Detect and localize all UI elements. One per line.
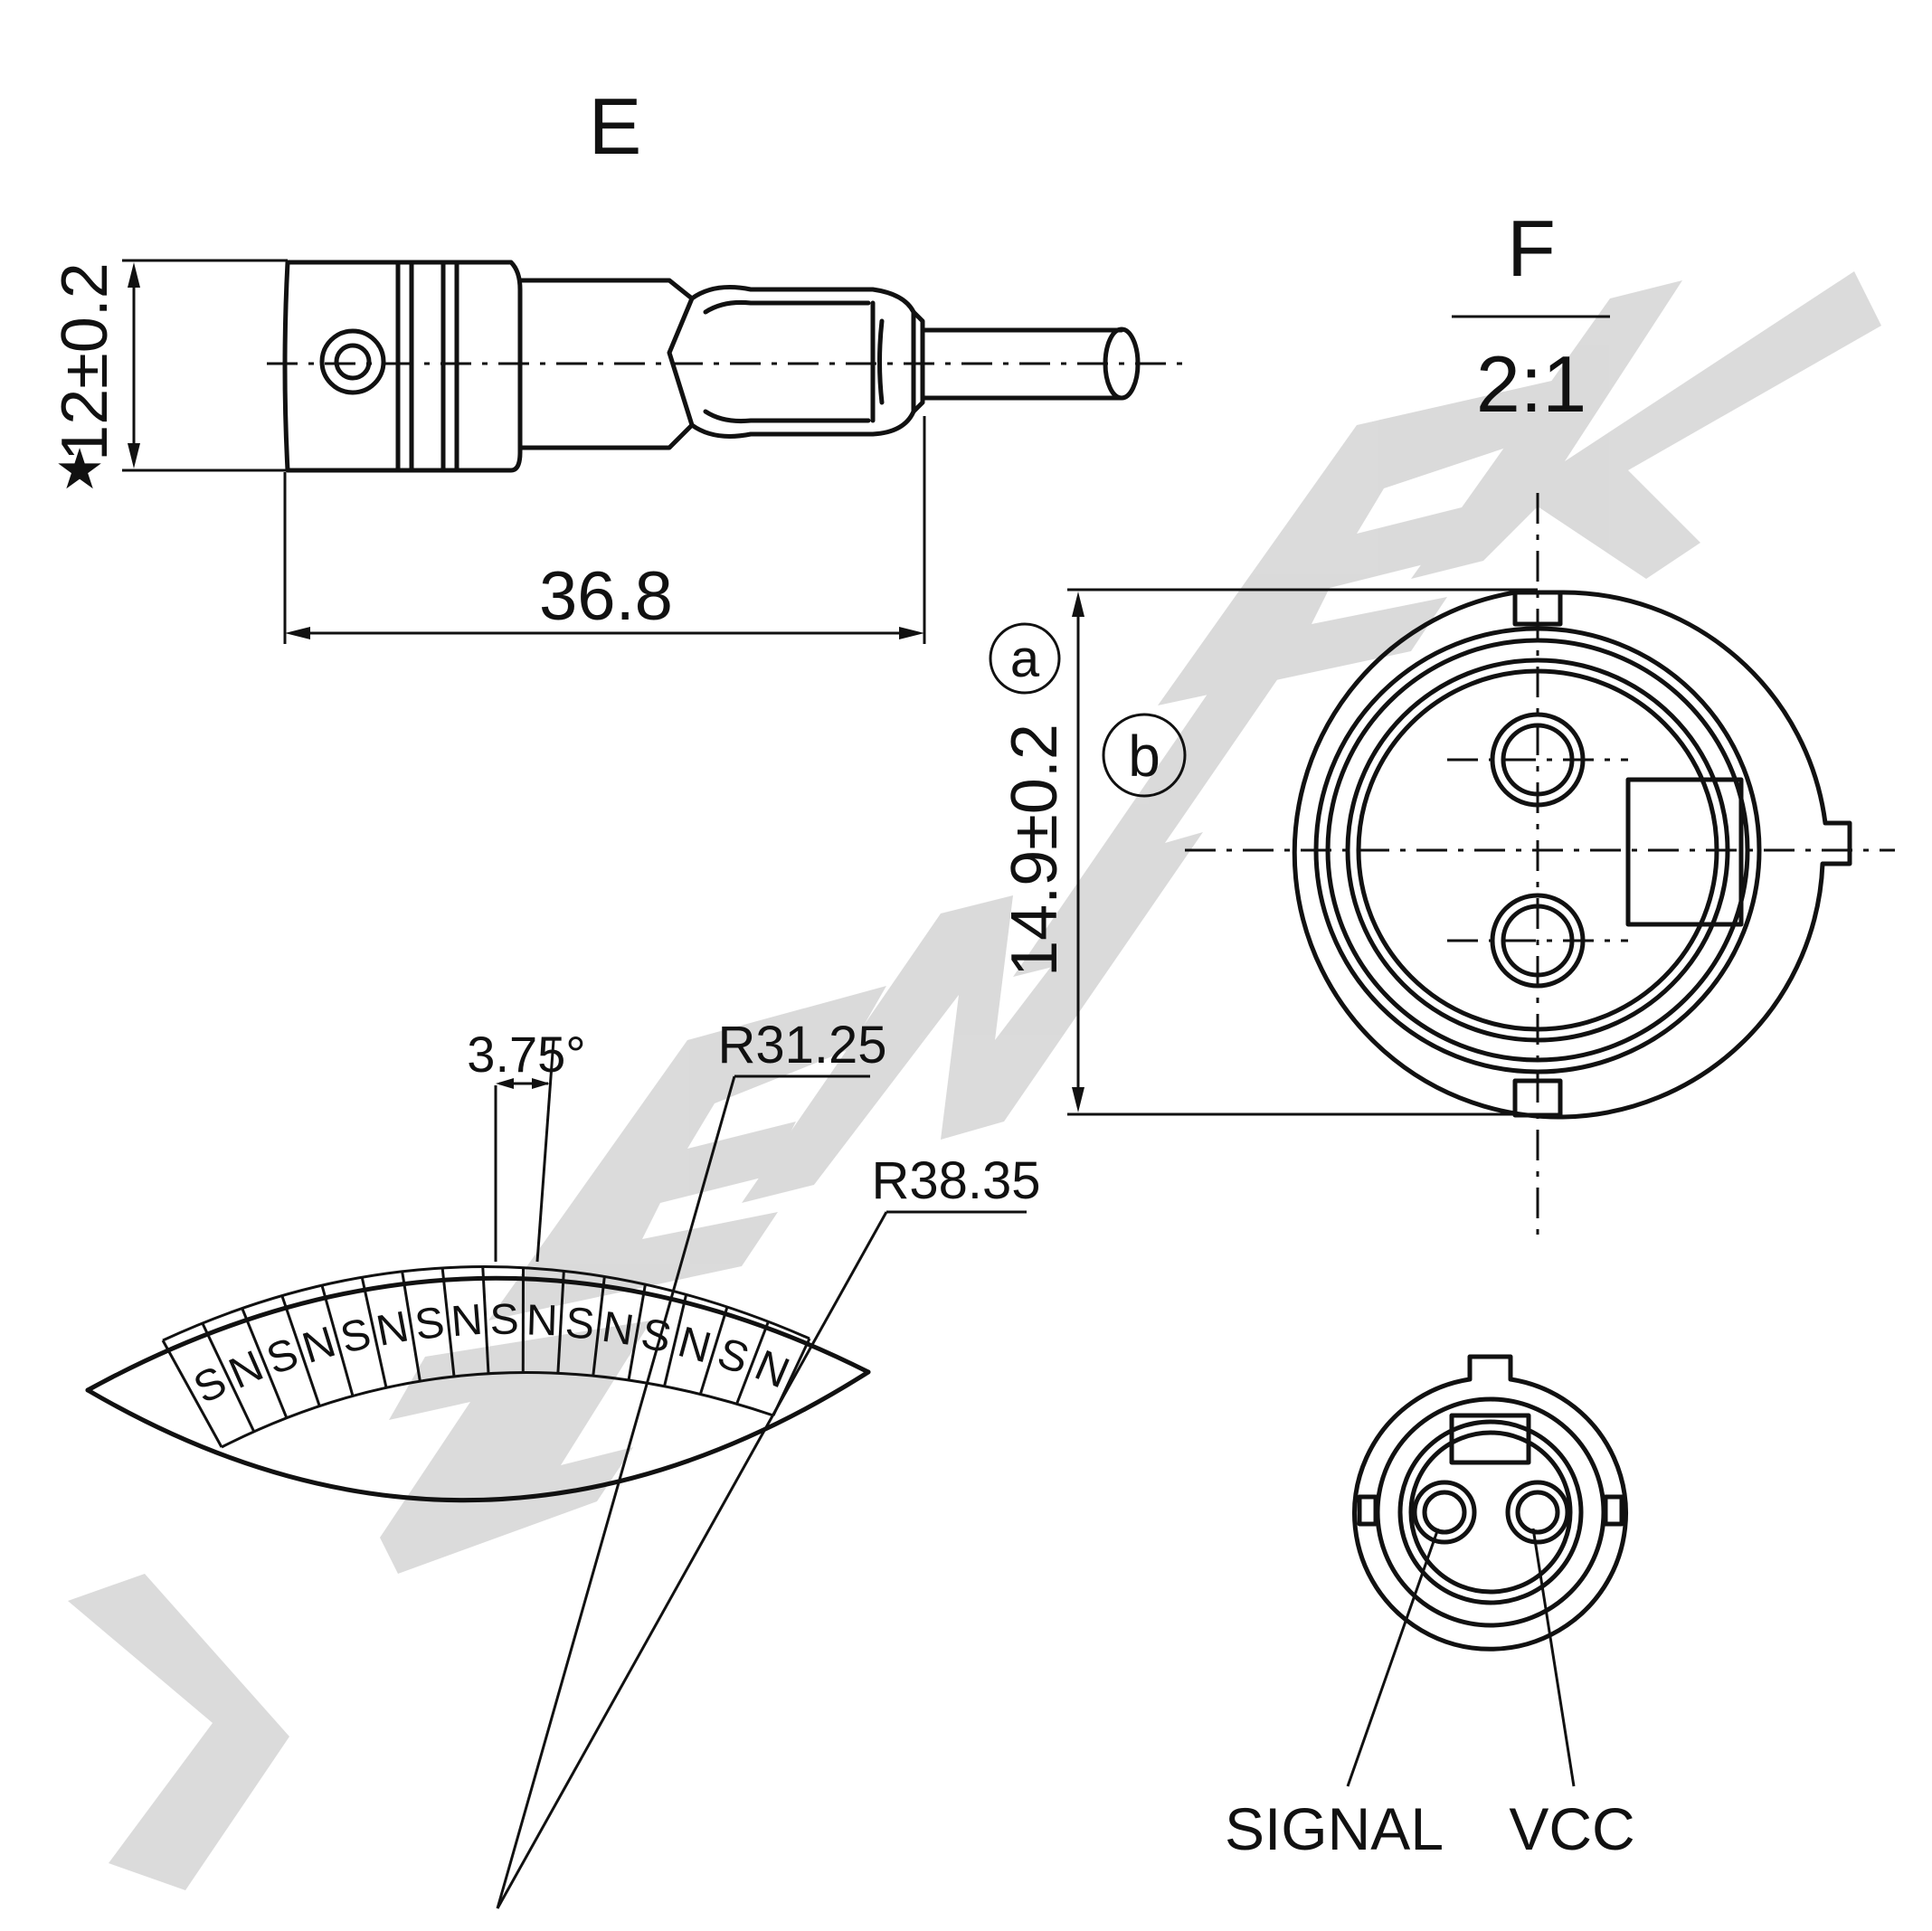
ring-arc-inner — [85, 1369, 871, 1503]
strain-relief-inner — [703, 300, 871, 423]
radius-inner-leader — [496, 1075, 736, 1909]
radius-outer-label: R38.35 — [871, 1151, 1040, 1210]
pinout-view: SIGNAL VCC — [1225, 1354, 1635, 1862]
pole-dividers — [201, 1266, 770, 1433]
latch-tab — [1625, 777, 1744, 927]
sensor-head-outline — [282, 260, 523, 473]
pinout-side-notch — [1357, 1494, 1378, 1527]
view-f: F 2:1 14.9±0.2 a b — [989, 204, 1895, 1244]
arrowhead — [128, 262, 140, 288]
vcc-pin-outer — [1505, 1480, 1570, 1545]
pole-divider — [201, 1322, 256, 1433]
pinout-ring-3 — [1397, 1419, 1584, 1605]
pinout-ring-4 — [1408, 1430, 1573, 1595]
pole-divider — [481, 1266, 490, 1374]
pole-label: N — [450, 1296, 485, 1347]
ring-arc-outer — [85, 1275, 871, 1393]
view-f-title: F — [1507, 204, 1556, 293]
pole-divider — [663, 1293, 688, 1387]
connector-outer-ring — [1292, 590, 1852, 1120]
view-e: E 12±0.2 ★ 36.8 — [49, 81, 1185, 644]
marker-b-circle — [1102, 713, 1187, 798]
mount-hole-inner — [334, 343, 372, 381]
signal-label: SIGNAL — [1225, 1795, 1444, 1862]
signal-pin-outer — [1412, 1480, 1477, 1545]
pole-label: N — [526, 1296, 558, 1345]
angle-extension-line — [535, 1039, 555, 1263]
arrowhead — [532, 1078, 550, 1089]
pinout-key — [1449, 1413, 1531, 1465]
pole-label: S — [412, 1298, 448, 1349]
pole-label: N — [223, 1342, 270, 1398]
watermark — [68, 271, 1881, 1890]
view-e-title: E — [589, 81, 642, 171]
radius-inner-label: R31.25 — [717, 1016, 886, 1074]
pole-band-end — [161, 1339, 223, 1448]
vcc-label: VCC — [1509, 1795, 1634, 1862]
pinout-side-notch — [1603, 1494, 1624, 1527]
pole-label: S — [564, 1299, 596, 1349]
pole-divider — [241, 1307, 289, 1419]
pole-divider — [280, 1295, 321, 1407]
angle-label: 3.75° — [467, 1026, 585, 1083]
cable-collar — [877, 309, 925, 414]
dim-height-label: 12±0.2 — [49, 262, 121, 461]
strain-relief — [689, 285, 916, 439]
pole-divider — [627, 1283, 647, 1381]
pole-label: S — [260, 1330, 304, 1385]
pinout-outer-ring — [1352, 1354, 1628, 1652]
radius-outer-leader — [496, 1211, 888, 1909]
signal-leader — [1346, 1528, 1440, 1787]
pole-label: S — [489, 1295, 519, 1344]
pole-divider — [440, 1267, 456, 1377]
pole-divider — [320, 1284, 355, 1396]
arrowhead — [899, 627, 924, 639]
pole-divider — [401, 1271, 421, 1382]
view-f-scale: 2:1 — [1476, 339, 1586, 429]
sensor-neck — [517, 278, 695, 450]
dim-height-label: 14.9±0.2 — [999, 724, 1071, 977]
arrowhead — [496, 1078, 514, 1089]
pole-divider — [735, 1320, 770, 1405]
marker-b: b — [1128, 724, 1160, 789]
mount-hole-outer — [319, 328, 386, 395]
marker-a-circle — [989, 622, 1061, 695]
marker-a: a — [1010, 629, 1040, 688]
arrowhead — [128, 443, 140, 469]
signal-pin-inner — [1422, 1490, 1467, 1535]
arrowhead — [285, 627, 310, 639]
pole-divider — [698, 1306, 729, 1395]
pole-divider — [360, 1276, 388, 1388]
dim-length-label: 36.8 — [539, 558, 673, 635]
arrowhead — [1072, 592, 1084, 617]
pole-label: N — [599, 1303, 637, 1355]
arrowhead — [1072, 1087, 1084, 1112]
vcc-leader — [1531, 1528, 1576, 1787]
pole-divider — [556, 1271, 565, 1374]
vcc-pin-inner — [1515, 1490, 1560, 1535]
pole-divider — [592, 1276, 606, 1377]
star-marker: ★ — [54, 439, 105, 501]
cable — [920, 327, 1124, 401]
